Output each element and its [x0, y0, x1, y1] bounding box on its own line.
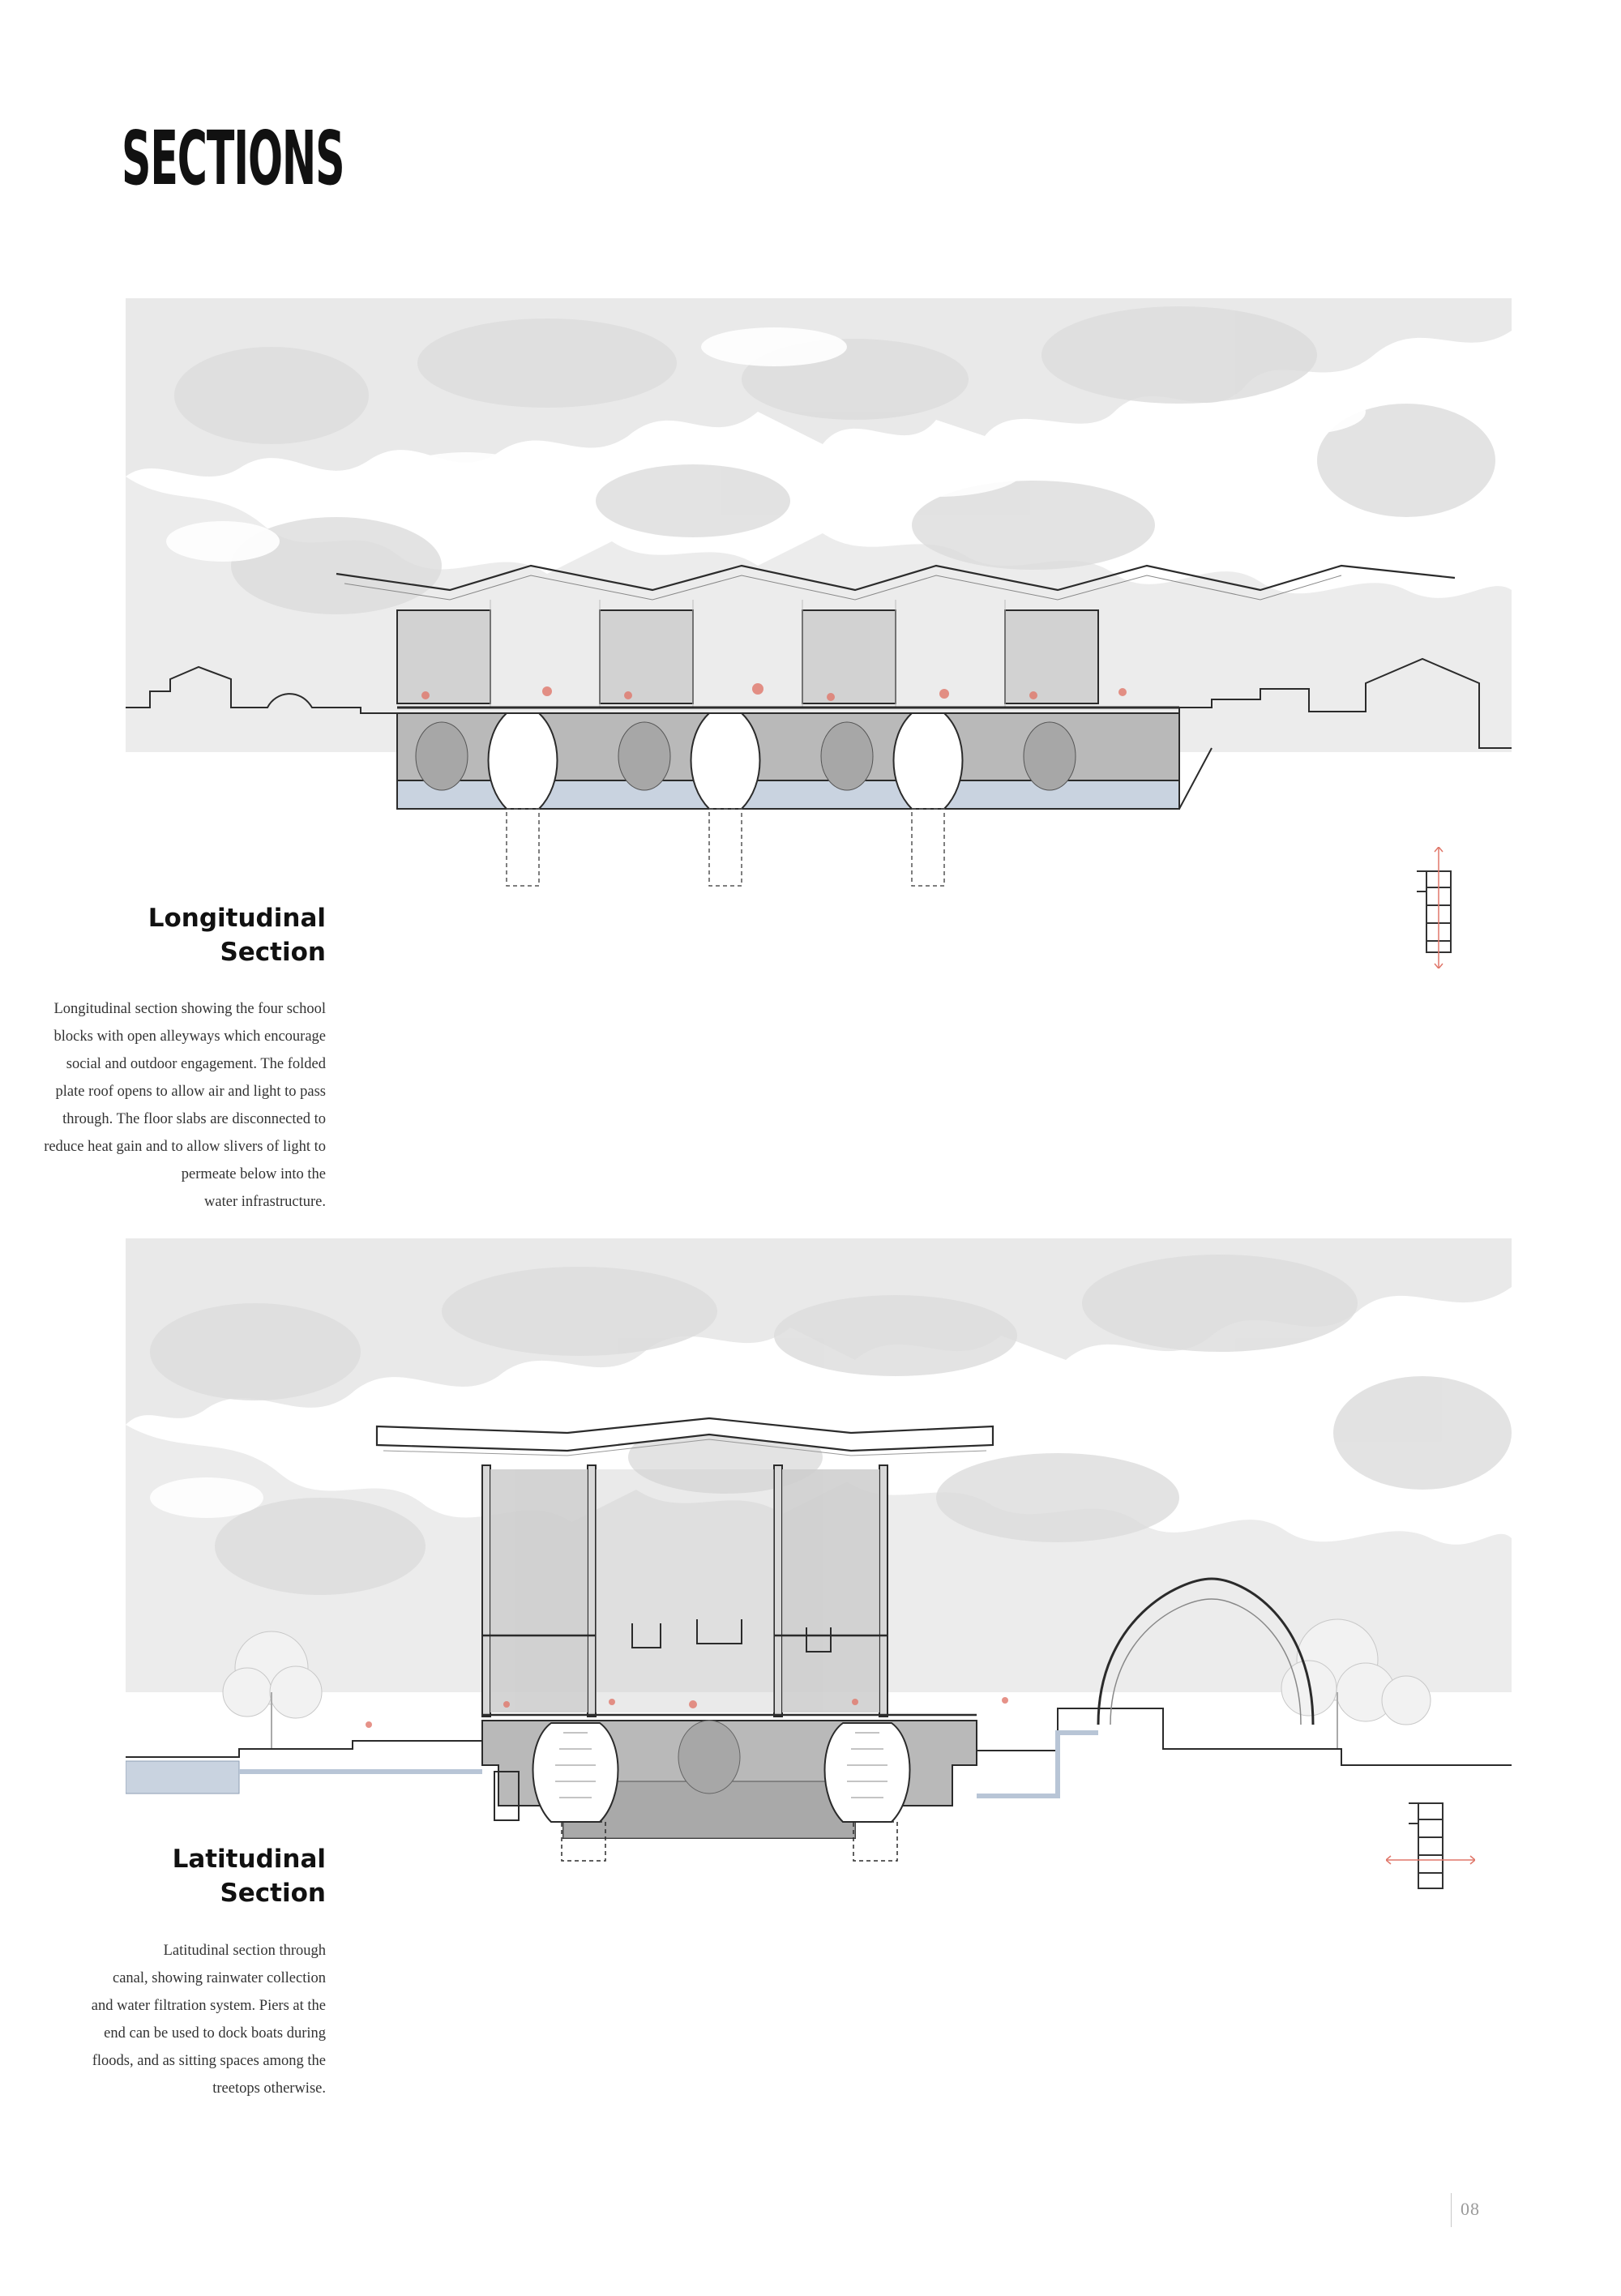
longitudinal-section-heading: Longitudinal Section [148, 901, 326, 969]
page-title: SECTIONS [122, 115, 345, 202]
caption-line: end can be used to dock boats during [104, 2025, 326, 2042]
longitudinal-caption: Longitudinal section showing the four sc… [44, 995, 326, 1216]
caption-line: canal, showing rainwater collection [112, 1970, 326, 1986]
page-number-divider [1451, 2193, 1452, 2227]
latitudinal-heading-line2: Section [220, 1879, 326, 1908]
longitudinal-heading-line2: Section [220, 938, 326, 967]
latitudinal-key-plan [1386, 1802, 1475, 1889]
caption-line: blocks with open alleyways which encoura… [53, 1028, 326, 1045]
caption-line: through. The floor slabs are disconnecte… [62, 1111, 326, 1127]
caption-line: Latitudinal section through [163, 1943, 326, 1959]
caption-line: and water filtration system. Piers at th… [91, 1998, 326, 2014]
caption-line: plate roof opens to allow air and light … [55, 1084, 326, 1100]
caption-line: treetops otherwise. [212, 2080, 326, 2097]
caption-line: permeate below into the [181, 1166, 326, 1182]
caption-line: social and outdoor engagement. The folde… [66, 1056, 326, 1072]
longitudinal-heading-line1: Longitudinal [148, 904, 326, 933]
caption-line: water infrastructure. [204, 1194, 326, 1210]
caption-line: floods, and as sitting spaces among the [92, 2053, 326, 2069]
latitudinal-caption: Latitudinal section through canal, showi… [92, 1937, 326, 2102]
latitudinal-heading-line1: Latitudinal [172, 1845, 326, 1874]
page-number: 08 [1461, 2199, 1480, 2219]
caption-line: reduce heat gain and to allow slivers of… [44, 1139, 326, 1155]
latitudinal-section-drawing [126, 1238, 1512, 1862]
latitudinal-section-heading: Latitudinal Section [173, 1842, 326, 1910]
caption-line: Longitudinal section showing the four sc… [53, 1001, 326, 1017]
longitudinal-section-drawing [126, 298, 1512, 887]
longitudinal-key-plan [1417, 847, 1452, 968]
